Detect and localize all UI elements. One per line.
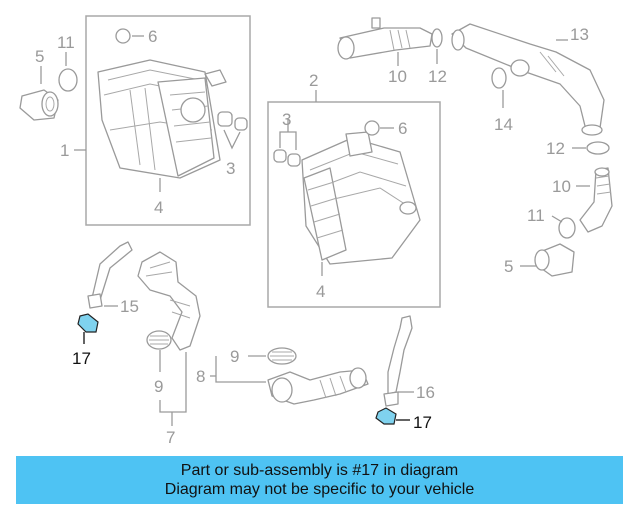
clamp-14 [491,67,507,89]
part-info-banner: Part or sub-assembly is #17 in diagram D… [16,456,623,504]
callout-16: 16 [416,383,435,402]
clamp-11-right [558,217,576,239]
clamp-11-left [58,68,78,92]
intake-pipe-13 [451,23,605,136]
callout-17-left: 17 [72,349,91,368]
hose-16 [383,315,413,407]
air-cleaner-housing-center [301,131,421,265]
intake-hose-7 [137,251,201,351]
intake-duct-10-top [337,17,433,60]
air-cleaner-housing-left [97,59,227,179]
clamp-17-left [77,313,99,333]
callout-3-center: 3 [282,110,291,129]
callout-14: 14 [494,115,513,134]
intake-duct-10-right [579,167,613,233]
callout-5-left: 5 [35,47,44,66]
callout-9-left: 9 [154,377,163,396]
clamp-17-right [375,407,397,425]
gasket-6-center [364,120,380,136]
gasket-6-left [115,28,131,44]
intake-duct-8 [267,367,369,405]
callout-7: 7 [166,428,175,447]
callout-3-left: 3 [226,159,235,178]
callout-13: 13 [570,25,589,44]
assembly-box-1 [85,15,251,226]
callout-6-left: 6 [148,27,157,46]
callout-5-right: 5 [504,257,513,276]
callout-10-right: 10 [552,177,571,196]
callout-15: 15 [120,297,139,316]
assembly-box-2 [267,101,441,308]
callout-11-right: 11 [527,206,545,225]
mass-air-flow-sensor-left [19,89,59,121]
callout-1: 1 [60,141,69,160]
callout-6-center: 6 [398,119,407,138]
callout-17-right: 17 [413,413,432,432]
banner-line-2: Diagram may not be specific to your vehi… [164,481,475,498]
callout-4-left: 4 [154,198,163,217]
callout-11-left: 11 [57,33,75,52]
parts-diagram: 1 4 6 3 5 11 2 [19,15,613,447]
callout-12-right: 12 [546,139,565,158]
air-grille-9-left [146,330,172,350]
callout-10-top: 10 [388,67,407,86]
callout-4-center: 4 [316,282,325,301]
grommets-3-center [273,149,301,167]
callout-2: 2 [309,71,318,90]
gasket-12-right [586,141,610,155]
banner-line-1: Part or sub-assembly is #17 in diagram [180,462,459,479]
air-grille-9-center [267,347,297,365]
callout-9-center: 9 [230,347,239,366]
mass-air-flow-sensor-right [534,243,575,277]
hose-15 [87,241,133,309]
gasket-12-top [431,28,443,48]
grommets-3-left [217,111,248,131]
callout-8: 8 [196,367,205,386]
callout-12-top: 12 [428,67,447,86]
